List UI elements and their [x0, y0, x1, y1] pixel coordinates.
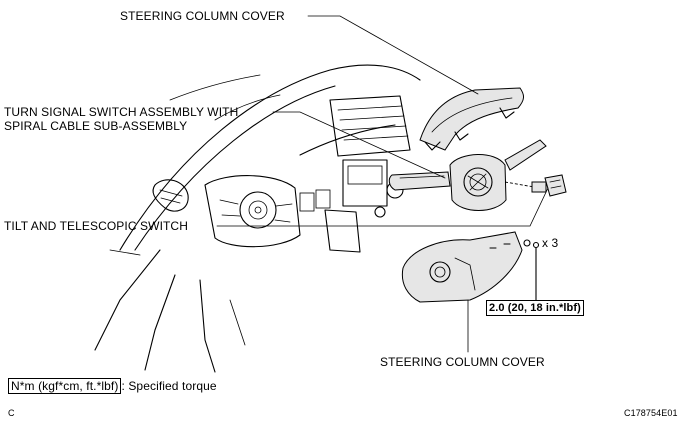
center-console [324, 95, 411, 253]
quantity-label: x 3 [542, 236, 559, 250]
screw-fastener [532, 241, 540, 301]
tilt-telescopic-switch [531, 174, 567, 197]
figure-id: C178754E01 [624, 408, 678, 418]
torque-spec-box: 2.0 (20, 18 in.*lbf) [486, 300, 584, 316]
section-code: C [8, 408, 15, 418]
torque-unit-description: : Specified torque [121, 379, 217, 393]
upper-column-cover-label: STEERING COLUMN COVER [120, 9, 285, 23]
turn-signal-switch-label-line2: SPIRAL CABLE SUB-ASSEMBLY [4, 119, 188, 133]
lower-column-cover-label: STEERING COLUMN COVER [380, 355, 545, 369]
leader-lines [216, 15, 549, 353]
side-vent [152, 179, 189, 212]
lower-column-cover [401, 231, 531, 303]
upper-column-cover [419, 87, 524, 151]
column-opening [204, 175, 331, 248]
turn-signal-switch [388, 139, 547, 211]
tilt-switch-label: TILT AND TELESCOPIC SWITCH [4, 219, 188, 233]
torque-unit-box: N*m (kgf*cm, ft.*lbf) [8, 378, 122, 394]
turn-signal-switch-label-line1: TURN SIGNAL SWITCH ASSEMBLY WITH [4, 105, 239, 119]
dashboard-outline [94, 64, 421, 373]
torque-legend: N*m (kgf*cm, ft.*lbf): Specified torque [8, 378, 217, 394]
